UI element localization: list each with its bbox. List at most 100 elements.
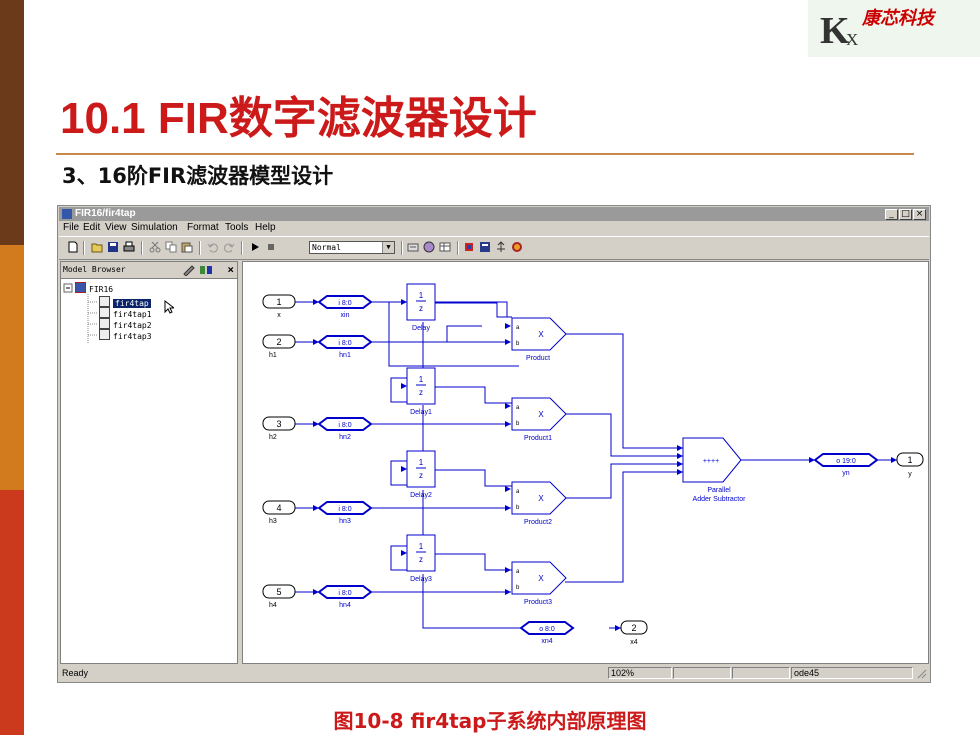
svg-text:b: b [516,585,520,591]
cut-icon[interactable] [149,241,161,253]
svg-text:hn3: hn3 [339,518,351,525]
debugger-bug-icon[interactable] [511,241,523,253]
svg-text:Adder Subtractor: Adder Subtractor [693,496,747,503]
outport-2[interactable]: 2x4 [620,620,648,646]
subsystem-icon [99,329,110,340]
browser-options-icon[interactable] [183,264,195,276]
redo-icon[interactable] [223,241,235,253]
svg-text:Product1: Product1 [524,435,552,442]
gateway-out-yn[interactable]: o 19:0yn [813,453,879,477]
left-accent-bar-bottom [0,490,24,735]
slide-subtitle: 3、16阶FIR滤波器模型设计 [62,164,334,188]
status-panel [732,667,790,679]
resize-grip-icon[interactable] [917,669,927,679]
simulation-mode-value: Normal [312,243,341,252]
menu-edit[interactable]: Edit [83,222,101,233]
figure-caption: 图10-8 fir4tap子系统内部原理图 [333,709,647,733]
start-simulation-icon[interactable] [249,241,261,253]
svg-text:5: 5 [276,587,281,597]
menu-view[interactable]: View [105,222,127,233]
svg-text:Product: Product [526,355,550,362]
chevron-down-icon[interactable]: ▼ [382,242,394,253]
navigate-up-icon[interactable] [495,241,507,253]
svg-text:1: 1 [419,375,424,384]
outport-1[interactable]: 1y [896,452,924,478]
open-icon[interactable] [91,241,103,253]
inport-1[interactable]: 1x [262,294,296,319]
model-browser-header: Model Browser × [61,262,237,279]
window-titlebar[interactable]: FIR16/fir4tap _ □ × [59,207,929,221]
inport-3[interactable]: 3h2 [262,416,296,441]
tree-item-fir4tap[interactable]: fir4tap [99,296,151,308]
paste-icon[interactable] [181,241,193,253]
library-browser-icon[interactable] [423,241,435,253]
model-tree: FIR16 fir4tap fir4tap1 fir4tap2 fir4tap3 [61,278,237,663]
gateway-in-xin[interactable]: i 8:0 xin [317,295,373,319]
svg-text:z: z [419,304,423,313]
tree-item-fir4tap2[interactable]: fir4tap2 [99,318,152,330]
svg-text:2: 2 [276,337,281,347]
svg-text:z: z [419,555,423,564]
model-browser-icon[interactable] [479,241,491,253]
svg-text:hn1: hn1 [339,352,351,359]
menu-format[interactable]: Format [187,222,219,233]
status-zoom: 102% [608,667,672,679]
model-explorer-icon[interactable] [439,241,451,253]
build-icon[interactable] [407,241,419,253]
menu-simulation[interactable]: Simulation [131,222,178,233]
close-button[interactable]: × [913,209,926,220]
tree-item-label: fir4tap3 [113,332,152,341]
svg-text:a: a [516,569,520,575]
tree-item-fir4tap1[interactable]: fir4tap1 [99,307,152,319]
inport-5[interactable]: 5h4 [262,584,296,609]
browser-close-button[interactable]: × [227,263,234,276]
browser-library-icon[interactable] [199,264,213,276]
print-icon[interactable] [123,241,135,253]
svg-text:Product2: Product2 [524,519,552,526]
tree-item-fir4tap3[interactable]: fir4tap3 [99,329,152,341]
menu-help[interactable]: Help [255,222,276,233]
stop-simulation-icon[interactable] [265,241,277,253]
svg-text:i 8:0: i 8:0 [338,300,351,307]
undo-icon[interactable] [207,241,219,253]
minimize-button[interactable]: _ [885,209,898,220]
tree-root[interactable]: FIR16 [75,282,113,294]
svg-text:i 8:0: i 8:0 [338,506,351,513]
debug-icon[interactable] [463,241,475,253]
subsystem-icon [99,296,110,307]
wire-arrows [313,299,897,631]
svg-text:xin: xin [341,312,350,319]
simulink-app-icon [62,209,72,219]
menu-file[interactable]: File [63,222,80,233]
menu-tools[interactable]: Tools [225,222,249,233]
tree-item-label: fir4tap [113,299,151,308]
save-icon[interactable] [107,241,119,253]
svg-text:o 8:0: o 8:0 [539,626,555,633]
model-browser-pane: Model Browser × FIR16 fir4tap fir4tap1 f… [60,261,238,664]
gateway-in-hn3[interactable]: i 8:0 hn3 [317,501,373,525]
maximize-button[interactable]: □ [899,209,912,220]
inport-2[interactable]: 2h1 [262,334,296,359]
svg-text:Parallel: Parallel [707,487,731,494]
svg-text:1: 1 [419,458,424,467]
new-icon[interactable] [67,241,79,253]
inport-4[interactable]: 4h3 [262,500,296,525]
simulation-mode-select[interactable]: Normal ▼ [309,241,395,254]
toolbar-separator [83,241,85,255]
copy-icon[interactable] [165,241,177,253]
